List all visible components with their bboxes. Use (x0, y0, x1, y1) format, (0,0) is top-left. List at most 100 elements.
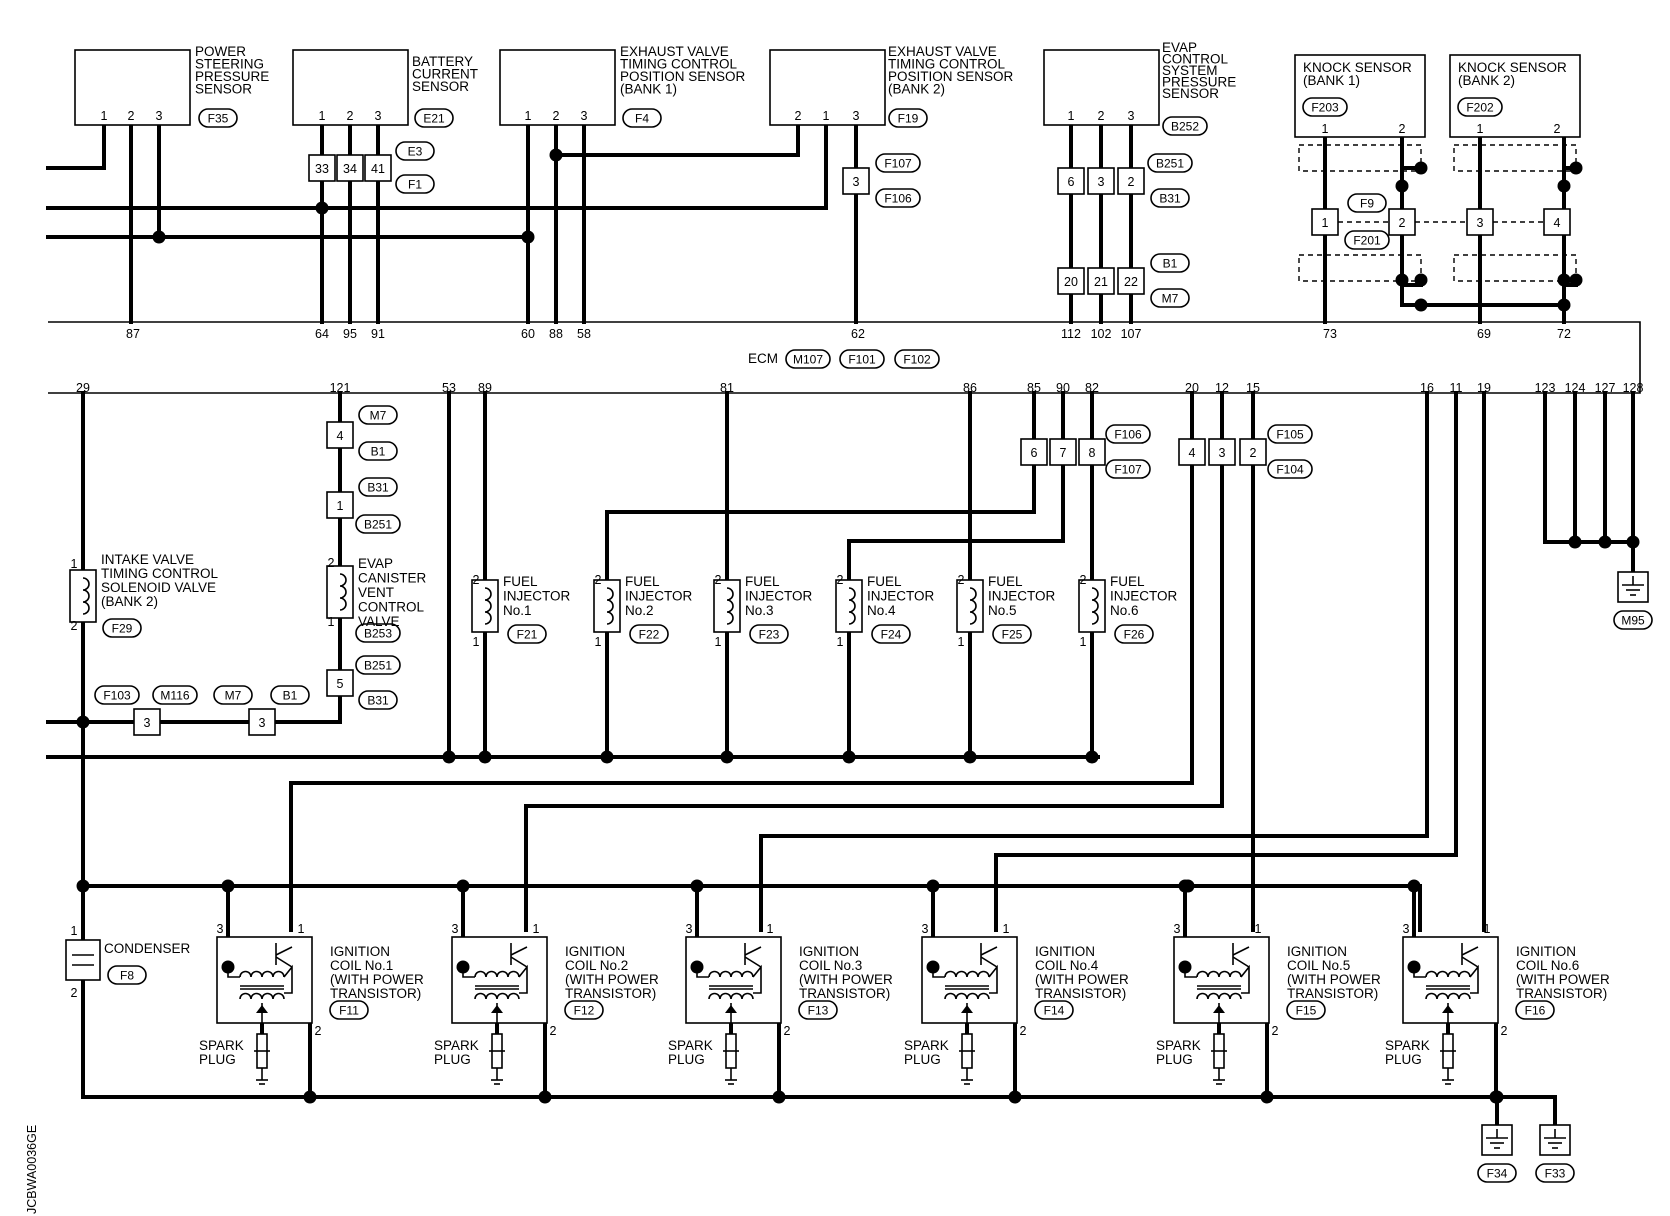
knock-sensor-bank2 (1449, 54, 1581, 138)
wire-junction (1260, 1090, 1274, 1104)
connector-cell (308, 154, 336, 182)
wire-junction (690, 960, 704, 974)
connector-f22: F22 (639, 628, 660, 642)
transistor-icon (1232, 956, 1250, 968)
injector-label: FUEL (1110, 574, 1145, 589)
connector-cell (1388, 208, 1416, 236)
ignition-coil-label: TRANSISTOR) (1035, 986, 1126, 1001)
connector-b31: B31 (1159, 192, 1181, 206)
connector-f16-outline (1515, 1000, 1555, 1020)
knock-sensor-bank2-label: (BANK 2) (1458, 73, 1515, 88)
connector-e3-outline (395, 141, 435, 161)
connector-f21: F21 (517, 628, 538, 642)
connector-cell-f106-f107: 8 (1089, 446, 1096, 460)
connector-cell-f105-f104: 2 (1250, 446, 1257, 460)
connector-cell (1208, 438, 1236, 466)
actuator-pin: 1 (328, 615, 335, 629)
coil-pin: 2 (1020, 1024, 1027, 1038)
injector-pin: 1 (1080, 635, 1087, 649)
connector-f12: F12 (574, 1004, 595, 1018)
wire-junction (1557, 298, 1571, 312)
connector-b253: B253 (364, 627, 392, 641)
wire-junction (963, 750, 977, 764)
evap-pressure-label: SYSTEM (1162, 63, 1218, 78)
injector-label: FUEL (867, 574, 902, 589)
connector-f105-outline (1267, 424, 1313, 444)
connector-f23-outline (749, 624, 789, 644)
connector-cell (248, 708, 276, 736)
sensor-pin: 2 (1098, 109, 1105, 123)
connector-m116-outline (152, 685, 198, 705)
connector-f13-outline (798, 1000, 838, 1020)
evap-control-system-pressure-sensor (1043, 49, 1160, 126)
coil-winding-icon (708, 992, 754, 1000)
connector-cell (1543, 208, 1571, 236)
connector-cell-b251-b31: 2 (1128, 175, 1135, 189)
evap-pressure-label: EVAP (1162, 40, 1197, 55)
coil-winding-icon (1196, 970, 1242, 978)
sensor-pin: 2 (128, 109, 135, 123)
injector-pin: 2 (837, 573, 844, 587)
injector-label: No.1 (503, 603, 532, 618)
transistor-icon (1232, 946, 1250, 956)
injector-label: FUEL (625, 574, 660, 589)
coil-winding-icon (969, 587, 977, 625)
spark-plug-label: PLUG (1385, 1052, 1422, 1067)
ecm-pin-label: 60 (521, 327, 535, 341)
wire-ign3 (759, 391, 1429, 932)
ecm-pin-label: 124 (1565, 381, 1586, 395)
power-steering-sensor-label: STEERING (195, 57, 264, 72)
sensor-pin: 3 (156, 109, 163, 123)
power-steering-sensor-label: SENSOR (195, 82, 252, 97)
sensor-pin: 1 (1068, 109, 1075, 123)
ecm-pin-label: 16 (1420, 381, 1434, 395)
exhaust-bank2-label: POSITION SENSOR (888, 69, 1014, 84)
connector-cell-e3-f1: 41 (371, 162, 385, 176)
wire-junction (1178, 960, 1192, 974)
ecm-pin-label: 81 (720, 381, 734, 395)
injector-label: No.6 (1110, 603, 1139, 618)
connector-b251: B251 (364, 659, 392, 673)
ecm-pin-label: 82 (1085, 381, 1099, 395)
wire-junction (1085, 750, 1099, 764)
intake-valve-label: (BANK 2) (101, 594, 158, 609)
connector-cell (1117, 267, 1145, 295)
sensor-pin: 1 (1322, 122, 1329, 136)
wire-junction (772, 1090, 786, 1104)
connector-m7-outline (358, 405, 398, 425)
coil-winding-icon (474, 970, 520, 978)
connector-b31: B31 (367, 481, 389, 495)
spark-plug-label: PLUG (1156, 1052, 1193, 1067)
connector-b251: B251 (1156, 157, 1184, 171)
injector-label: FUEL (988, 574, 1023, 589)
intake-valve-label: TIMING CONTROL (101, 566, 218, 581)
connector-cell (1049, 438, 1077, 466)
connector-f103-outline (94, 685, 140, 705)
connector-b253-outline (355, 623, 401, 643)
spark-plug-label: SPARK (668, 1038, 713, 1053)
connector-b251-outline (355, 655, 401, 675)
ecm-pin-label: 64 (315, 327, 329, 341)
exhaust-bank1-label: TIMING CONTROL (620, 57, 737, 72)
coil-winding-icon (944, 970, 990, 978)
connector-f202: F202 (1466, 101, 1494, 115)
ecm-pin-label: 29 (76, 381, 90, 395)
connector-m7: M7 (370, 409, 387, 423)
wire-exh2-2 (554, 122, 800, 157)
coil-pin: 3 (686, 922, 693, 936)
ecm-label: ECM (748, 351, 778, 366)
connector-f201-outline (1344, 230, 1390, 250)
wire-junction (1414, 273, 1428, 287)
transistor-icon (1240, 964, 1250, 994)
transistor-icon (980, 956, 998, 968)
connector-f107-outline (1105, 459, 1151, 479)
connector-cell (336, 154, 364, 182)
connector-f21-outline (507, 624, 547, 644)
connector-f107-outline (875, 153, 921, 173)
shield-outline (1453, 144, 1577, 172)
connector-f8: F8 (120, 969, 134, 983)
injector-pin: 2 (1080, 573, 1087, 587)
parts-layer (48, 49, 1653, 1183)
coil-winding-icon (239, 970, 285, 978)
